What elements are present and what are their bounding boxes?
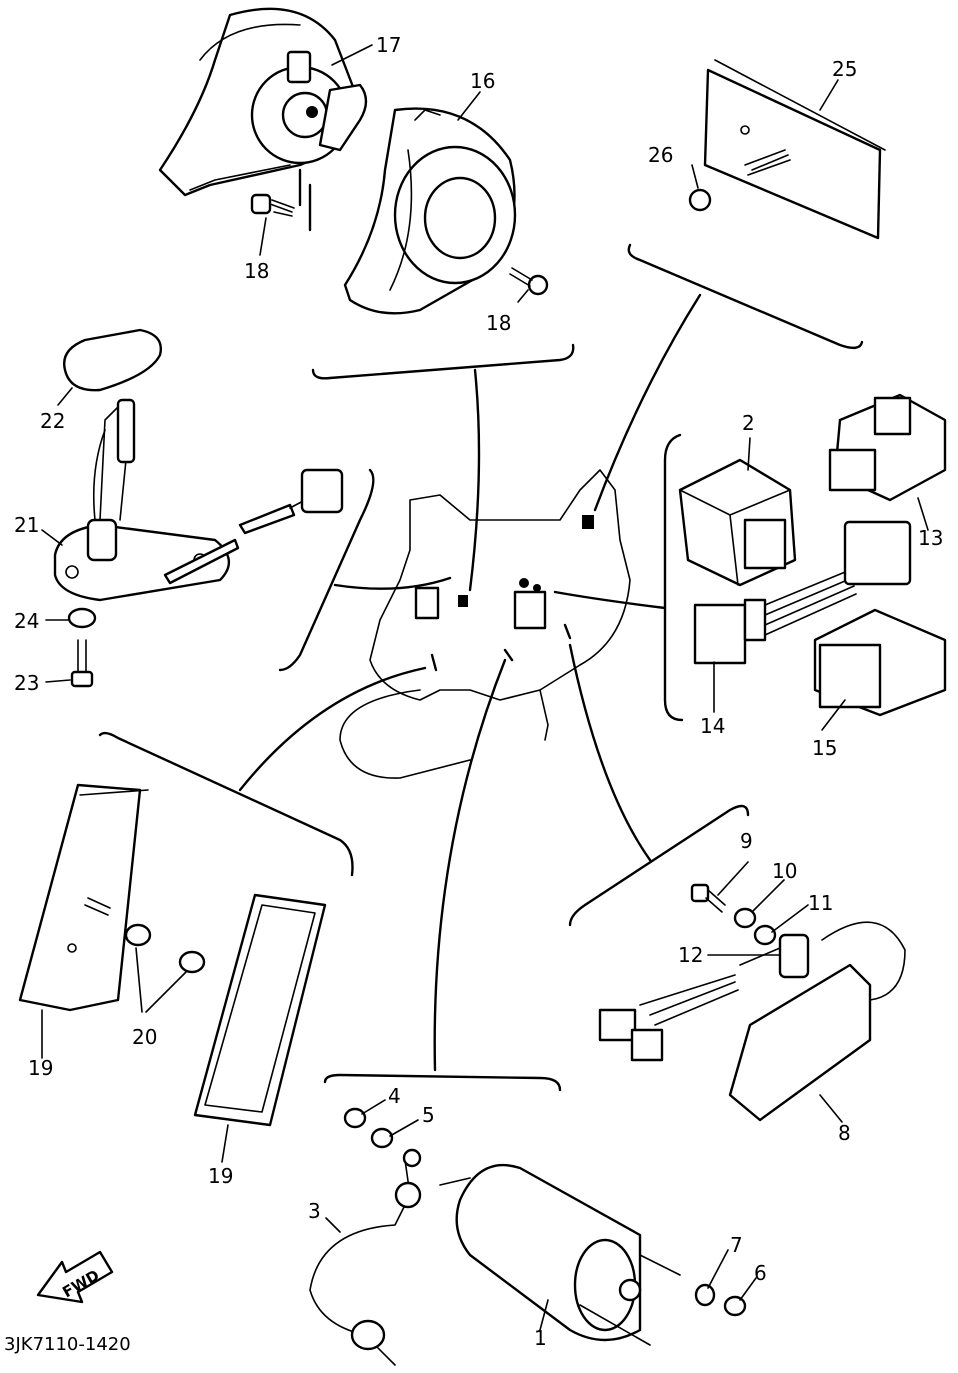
reflector-19-left: [18, 783, 149, 1012]
unit-13: [828, 393, 947, 502]
washer-7: [694, 1283, 716, 1307]
callout-8: 8: [838, 1121, 851, 1145]
callout-18-left: 18: [244, 259, 269, 283]
forward-arrow-icon: FWD: [36, 1250, 114, 1304]
nut-4: [343, 1107, 367, 1129]
callout-9: 9: [740, 829, 753, 853]
callout-20: 20: [132, 1025, 157, 1049]
callout-24: 24: [14, 609, 39, 633]
cable-3: [309, 1148, 422, 1366]
starter-relay-1: [439, 1163, 681, 1346]
nut-26: [688, 149, 791, 212]
callout-25: 25: [832, 57, 857, 81]
callout-21: 21: [14, 513, 39, 537]
washer-5: [370, 1127, 394, 1149]
callout-17: 17: [376, 33, 401, 57]
callout-5: 5: [422, 1103, 435, 1127]
connector-14: [693, 520, 912, 665]
callout-11: 11: [808, 891, 833, 915]
callout-4: 4: [388, 1084, 401, 1108]
callout-10: 10: [772, 859, 797, 883]
callout-labels: 17 16 18 18 25 26 22 21 24 23 2 13 14 15…: [14, 33, 943, 1350]
callout-6: 6: [754, 1261, 767, 1285]
callout-18-center: 18: [486, 311, 511, 335]
callout-1: 1: [534, 1326, 547, 1350]
callout-12: 12: [678, 943, 703, 967]
reflector-25: [703, 59, 886, 240]
callout-13: 13: [918, 526, 943, 550]
bolt-18-center: [509, 267, 549, 296]
fuel-sender-21: [53, 398, 344, 602]
washer-11: [753, 924, 777, 946]
callout-22: 22: [40, 409, 65, 433]
callout-14: 14: [700, 714, 725, 738]
nut-6: [723, 1295, 747, 1317]
callout-23: 23: [14, 671, 39, 695]
callout-16: 16: [470, 69, 495, 93]
callout-3: 3: [308, 1199, 321, 1223]
callout-2: 2: [742, 411, 755, 435]
reflector-19-right: [193, 893, 327, 1127]
horn-17: [158, 7, 368, 232]
bolt-18-left: [250, 193, 295, 217]
rectifier-8: [598, 921, 906, 1122]
washer-10: [733, 907, 757, 929]
washer-24: [67, 607, 97, 629]
horn-16: [343, 107, 517, 315]
gasket-22: [63, 328, 162, 392]
screw-23: [70, 639, 94, 688]
callout-26: 26: [648, 143, 673, 167]
callout-7: 7: [730, 1233, 743, 1257]
callout-19-right: 19: [208, 1164, 233, 1188]
nut-20: [124, 923, 206, 1013]
motorcycle-frame-outline: [339, 469, 631, 779]
callout-leaders: [41, 44, 929, 1331]
bolt-9: [690, 883, 726, 913]
drawing-code: 3JK7110-1420: [4, 1334, 131, 1355]
callout-19-left: 19: [28, 1056, 53, 1080]
unit-15: [813, 608, 947, 717]
clamp-12: [739, 933, 810, 979]
callout-15: 15: [812, 736, 837, 760]
relay-2: [678, 458, 797, 587]
